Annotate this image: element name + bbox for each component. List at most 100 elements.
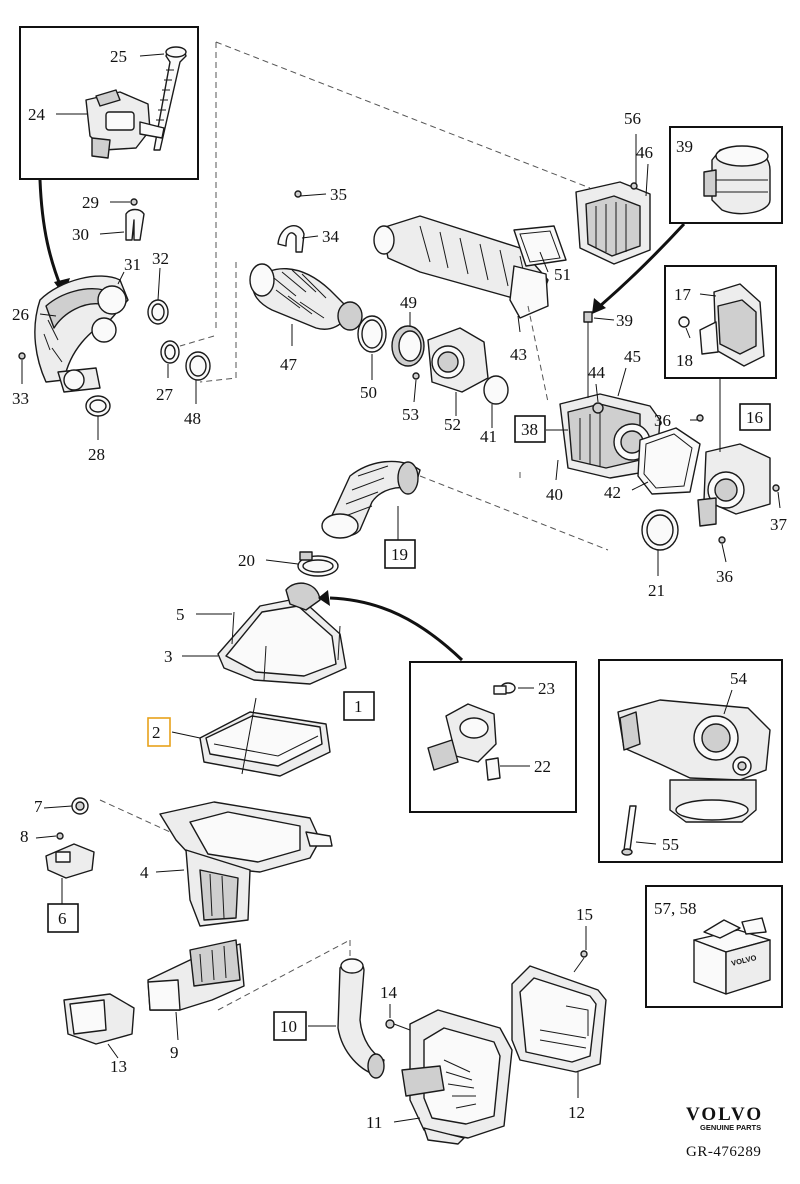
pin-29-30: [125, 198, 145, 241]
callout-38: 38: [521, 420, 538, 439]
callout-21: 21: [648, 581, 665, 600]
callout-50: 50: [360, 383, 377, 402]
callout-25: 25: [110, 47, 127, 66]
callout-24: 24: [28, 105, 46, 124]
guide-lines: [99, 41, 609, 1011]
duct-9: [147, 939, 245, 1011]
callout-48: 48: [184, 409, 201, 428]
callout-1: 1: [354, 697, 363, 716]
cover-12: [511, 965, 607, 1073]
left-leaders: [21, 201, 197, 440]
filter-element-2: [199, 711, 331, 777]
ac-leaders: [35, 613, 257, 1059]
bracket-6-7-8: [45, 797, 95, 879]
box-19: [384, 539, 416, 569]
callout-22: 22: [534, 757, 551, 776]
arrow-inset-to-bracket: [38, 179, 64, 291]
callout-14: 14: [380, 983, 398, 1002]
callout-13: 13: [110, 1057, 127, 1076]
lower-housing-11: [401, 1009, 513, 1145]
bolt-55: [621, 805, 637, 856]
callout-17: 17: [674, 285, 692, 304]
map-sensor-24: [85, 89, 165, 159]
diagram-reference: GR-476289: [686, 1144, 761, 1160]
throttle-52: [412, 327, 509, 405]
kit-box: VOLVO: [693, 917, 771, 995]
gasket-51: [513, 225, 567, 267]
callout-57-58: 57, 58: [654, 899, 697, 918]
intake-bracket-26: [34, 275, 129, 393]
lead-20: [265, 559, 299, 565]
callout-23: 23: [538, 679, 555, 698]
callout-41: 41: [480, 427, 497, 446]
gasket-42: [637, 427, 701, 495]
callout-32: 32: [152, 249, 169, 268]
mid-leaders: [291, 193, 493, 428]
air-cleaner-box-4: [159, 801, 333, 927]
box-38: [514, 415, 546, 443]
inset-17-18: 17 18: [664, 265, 777, 379]
dash-bridge: [527, 305, 549, 403]
inset-39: 39: [669, 126, 783, 224]
callout-3: 3: [164, 647, 173, 666]
callout-7: 7: [34, 797, 43, 816]
callout-51: 51: [554, 265, 571, 284]
o-rings-left: [18, 299, 211, 417]
callout-9: 9: [170, 1043, 179, 1062]
callout-36-top: 36: [654, 411, 671, 430]
callout-5: 5: [176, 605, 185, 624]
callout-42: 42: [604, 483, 621, 502]
arrow-sensor: [329, 596, 464, 662]
callout-20: 20: [238, 551, 255, 570]
callout-2: 2: [152, 723, 161, 742]
arrow-39: [599, 222, 686, 308]
clip-34-35: [277, 190, 305, 253]
clamp-20: [297, 551, 339, 577]
callout-39-inset: 39: [676, 137, 693, 156]
callout-10: 10: [280, 1017, 297, 1036]
callout-18: 18: [676, 351, 693, 370]
callout-8: 8: [20, 827, 29, 846]
lower-leaders: [308, 926, 587, 1123]
callout-46: 46: [636, 143, 653, 162]
intake-hose-47: [249, 263, 363, 331]
rings-49-50: [357, 315, 425, 367]
box-10: [273, 1011, 307, 1041]
callout-19: 19: [391, 545, 408, 564]
callout-33: 33: [12, 389, 29, 408]
callout-28: 28: [88, 445, 105, 464]
air-cleaner-cover-3: [217, 582, 347, 685]
callout-26: 26: [12, 305, 29, 324]
callout-35: 35: [330, 185, 347, 204]
screw-23: [493, 682, 516, 695]
callout-30: 30: [72, 225, 89, 244]
callout-29: 29: [82, 193, 99, 212]
callout-54: 54: [730, 669, 748, 688]
callout-15: 15: [576, 905, 593, 924]
inset-sensor-22-23: 23 22: [409, 661, 577, 813]
callout-31: 31: [124, 255, 141, 274]
supercharger: [373, 215, 549, 319]
inset-kit-57-58: 57, 58 VOLVO: [645, 885, 783, 1008]
ring-21: [641, 509, 679, 551]
callout-52: 52: [444, 415, 461, 434]
throttle-54: [617, 699, 771, 823]
callout-12: 12: [568, 1103, 585, 1122]
callout-56: 56: [624, 109, 641, 128]
bolt-25: [153, 46, 187, 151]
box-6: [47, 903, 79, 933]
callout-40: 40: [546, 485, 563, 504]
callout-16: 16: [746, 408, 763, 427]
inset-throttle-54-55: 54 55: [598, 659, 783, 863]
box-1: [343, 691, 375, 721]
elbow-hose-19: [321, 460, 421, 539]
duct-13: [63, 993, 135, 1045]
right-leaders: [517, 134, 781, 563]
brand-tagline: GENUINE PARTS: [700, 1123, 761, 1132]
brand-logo: VOLVO: [686, 1104, 763, 1125]
box-16: [739, 403, 771, 431]
callout-4: 4: [140, 863, 149, 882]
arrow-head-sensor: [318, 590, 330, 606]
callout-11: 11: [366, 1113, 382, 1132]
